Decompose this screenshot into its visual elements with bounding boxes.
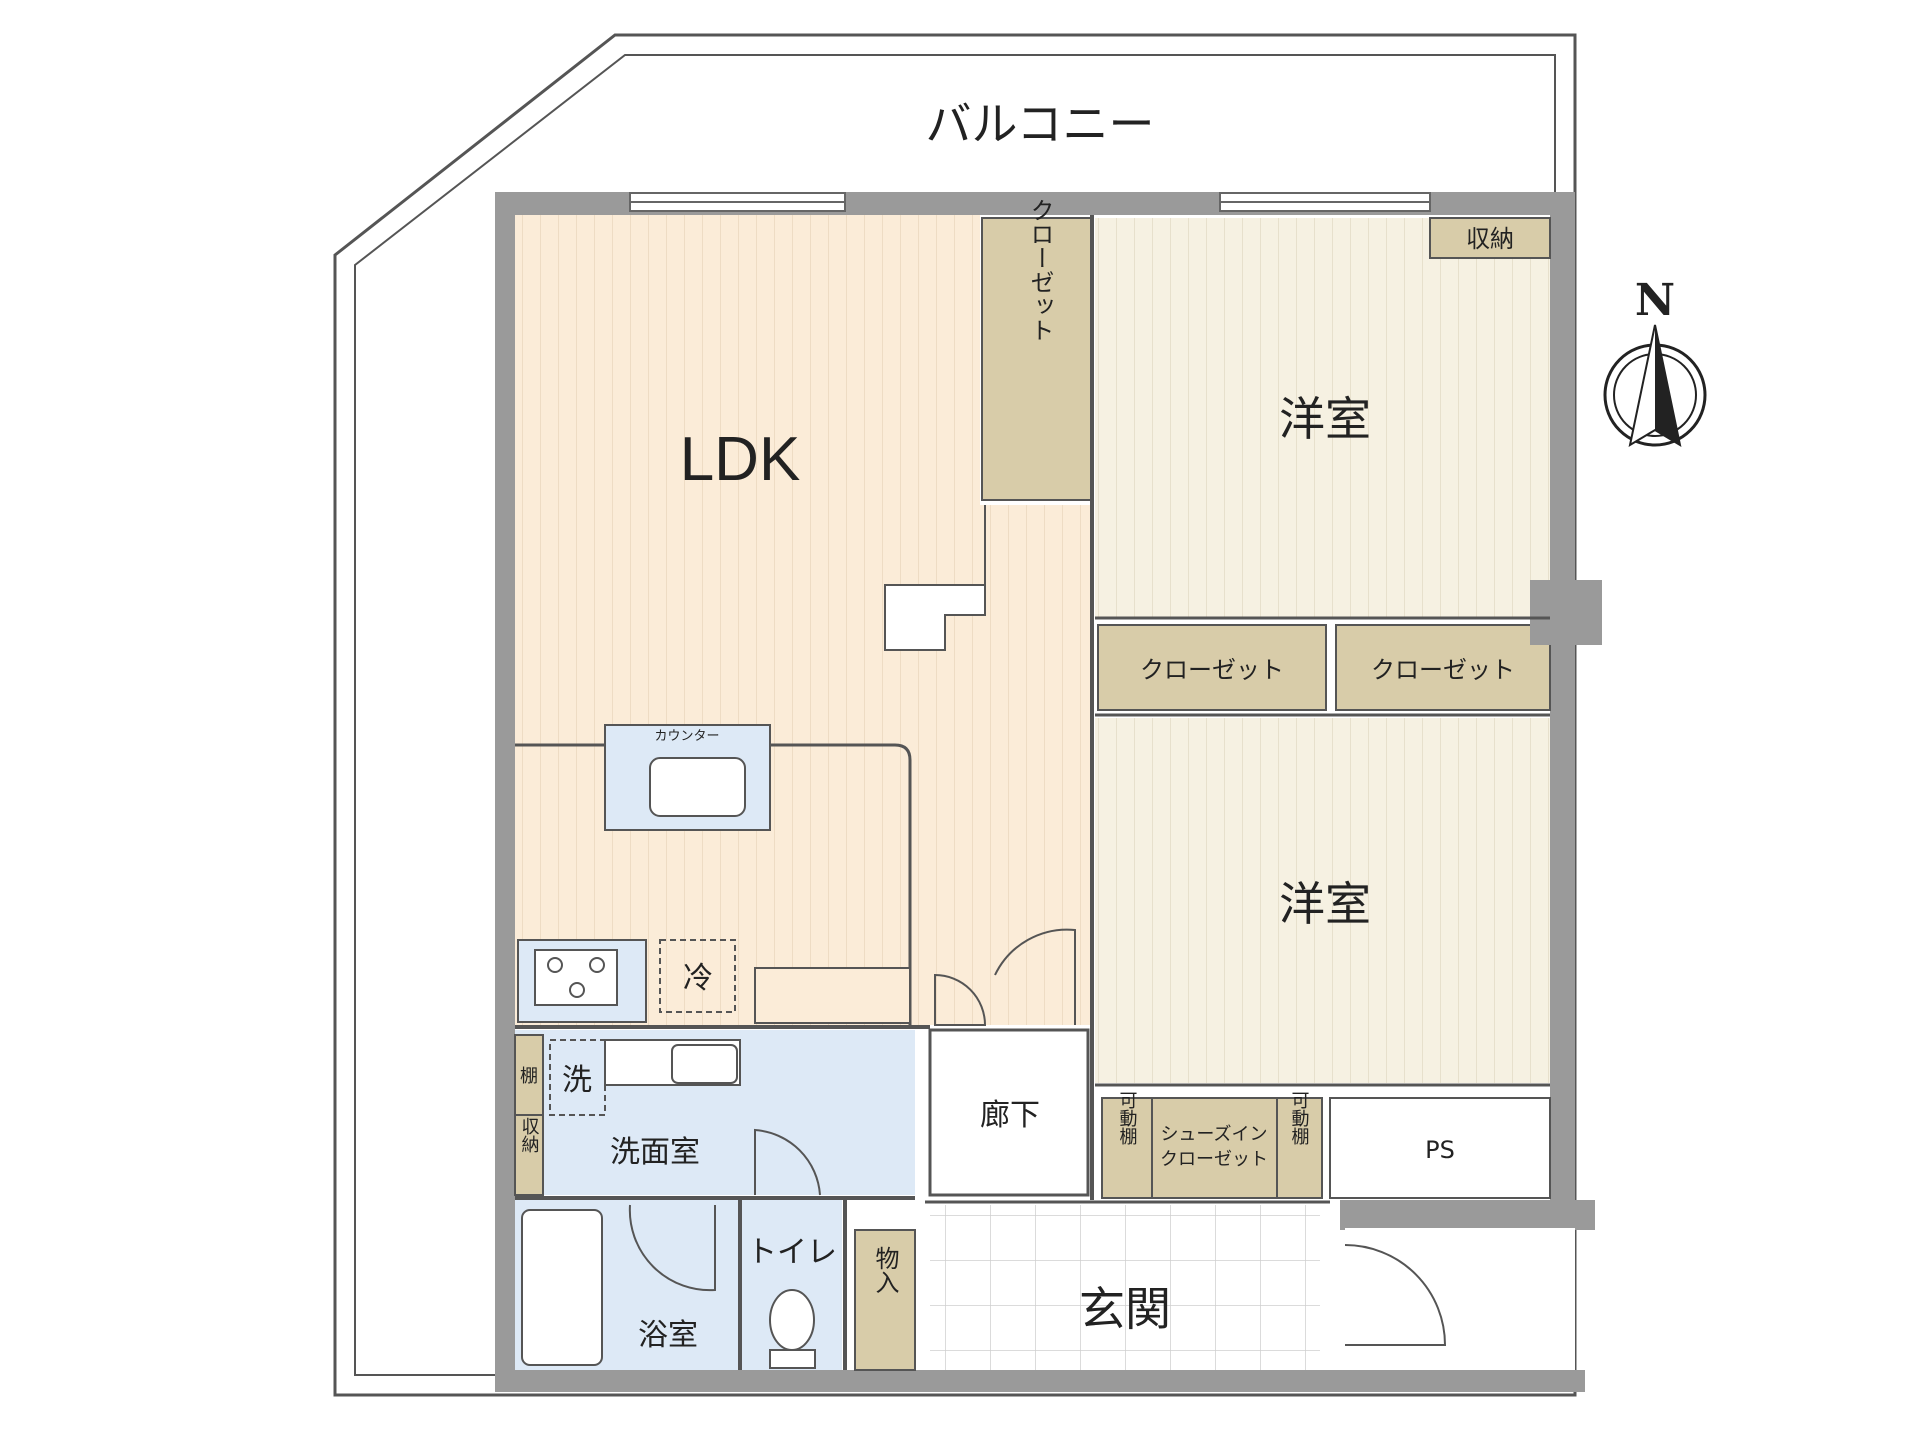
stove-icon	[534, 949, 618, 1006]
storage-small-label: 収納	[519, 1117, 540, 1153]
storage-top-right-label: 収納	[1466, 225, 1514, 253]
shoe-in-closet-label-2: クローゼット	[1160, 1149, 1268, 1170]
entrance-label: 玄関	[1079, 1282, 1171, 1336]
basin-icon	[671, 1044, 738, 1084]
door	[994, 928, 1076, 1025]
column	[1530, 580, 1602, 645]
closet-mid-left	[1097, 624, 1327, 711]
door	[754, 1128, 821, 1196]
fridge-label: 冷	[683, 961, 713, 996]
kitchen-shelf	[754, 967, 911, 1024]
ps	[1329, 1097, 1551, 1199]
entry-door	[1344, 1244, 1447, 1346]
compass: N	[1603, 275, 1707, 448]
balcony-label: バルコニー	[925, 97, 1154, 151]
movable-shelf-right-label: 可動棚	[1289, 1091, 1310, 1146]
western-room-1-label: 洋室	[1279, 392, 1371, 446]
shelf-small	[514, 1034, 544, 1116]
counter-label: カウンター	[654, 729, 719, 744]
closet-ldk-label: クローゼット	[1026, 198, 1054, 342]
wall-step	[1340, 1200, 1595, 1230]
compass-north-label: N	[1635, 275, 1675, 326]
ps-label: PS	[1425, 1136, 1455, 1164]
washroom-label: 洗面室	[610, 1135, 700, 1170]
closet-mid-right	[1335, 624, 1551, 711]
wall-step-inner	[1345, 1228, 1575, 1370]
door	[628, 1204, 716, 1292]
shoe-in-closet	[1151, 1097, 1278, 1199]
sink-icon	[649, 757, 746, 817]
closet-mid-right-label: クローゼット	[1371, 656, 1515, 684]
fridge	[659, 939, 736, 1013]
closet-mid-left-label: クローゼット	[1140, 656, 1284, 684]
hallway-label: 廊下	[980, 1098, 1040, 1133]
door	[934, 973, 987, 1026]
storage-small	[514, 1114, 544, 1196]
washer-label: 洗	[562, 1063, 592, 1098]
movable-shelf-right	[1276, 1097, 1323, 1199]
toilet-icon	[769, 1289, 815, 1351]
shelf-small-label: 棚	[520, 1066, 538, 1087]
storage-entry	[854, 1229, 916, 1371]
western-room-2	[1095, 718, 1550, 1083]
storage-top-right	[1429, 217, 1551, 259]
hallway	[928, 1028, 1090, 1197]
western-room-1	[1095, 218, 1550, 618]
entrance	[930, 1205, 1320, 1370]
storage-entry-label: 物入	[871, 1246, 899, 1294]
shoe-in-closet-label-1: シューズイン	[1160, 1124, 1267, 1145]
ldk-label: LDK	[680, 425, 801, 494]
western-room-2-label: 洋室	[1279, 877, 1371, 931]
movable-shelf-left-label: 可動棚	[1117, 1091, 1138, 1146]
toilet-label: トイレ	[747, 1235, 837, 1270]
ldk-corridor-part	[975, 505, 1090, 1025]
bathtub	[521, 1209, 603, 1366]
kitchen-counter-outline	[515, 743, 912, 1025]
movable-shelf-left	[1101, 1097, 1153, 1199]
bathroom-label: 浴室	[638, 1318, 698, 1353]
